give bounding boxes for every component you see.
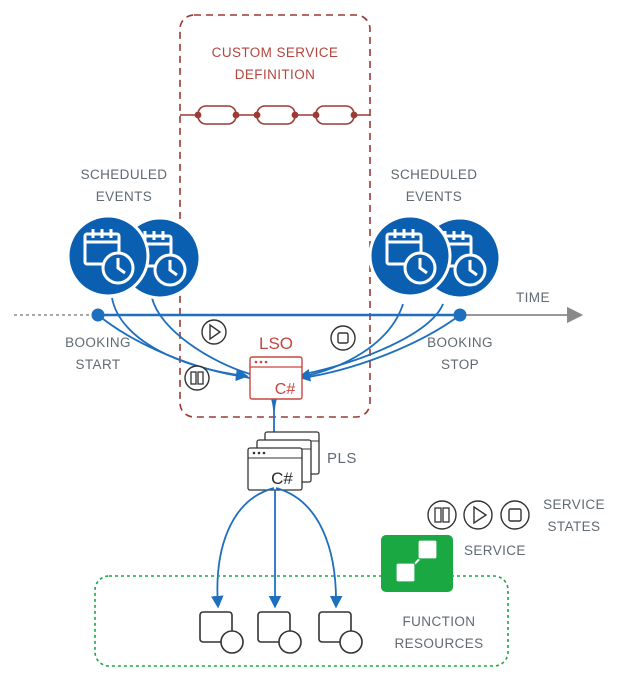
lso-label: LSO — [259, 334, 293, 353]
scheduled-events-right-line2: EVENTS — [406, 189, 462, 204]
function-resources-line2: RESOURCES — [394, 636, 483, 651]
time-label: TIME — [516, 290, 550, 305]
function-resources-box — [94, 575, 509, 667]
service-definition-chain-icon — [180, 105, 370, 125]
pls-code-window-icon — [247, 431, 320, 491]
pls-label: PLS — [327, 450, 357, 467]
pause-icon — [184, 365, 210, 391]
stop-icon — [330, 325, 356, 351]
scheduled-events-left-line1: SCHEDULED — [81, 167, 168, 182]
service-states-line1: SERVICE — [543, 497, 605, 512]
booking-stop-line2: STOP — [441, 357, 479, 372]
custom-service-definition-box — [179, 14, 371, 418]
scheduled-event-calendar-clock-icon — [66, 214, 150, 298]
scheduled-event-calendar-clock-icon — [368, 214, 452, 298]
lso-code-window-icon — [249, 356, 303, 400]
function-resource-icon — [318, 611, 363, 654]
lso-code-label: C# — [275, 381, 296, 398]
service-icon — [381, 535, 453, 592]
function-resources-line1: FUNCTION — [403, 614, 476, 629]
scheduled-events-left-line2: EVENTS — [96, 189, 152, 204]
event-flow-arrows — [97, 297, 461, 455]
service-state-pause-icon — [427, 500, 457, 530]
custom-service-definition-title-line2: DEFINITION — [235, 67, 316, 82]
booking-start-line1: BOOKING — [65, 335, 131, 350]
scheduled-events-right-line1: SCHEDULED — [391, 167, 478, 182]
service-state-play-icon — [463, 500, 493, 530]
resource-flow-arrows — [211, 487, 343, 609]
service-state-stop-icon — [500, 500, 530, 530]
pls-code-label: C# — [271, 469, 293, 488]
service-states-line2: STATES — [548, 519, 601, 534]
play-icon — [201, 319, 227, 345]
custom-service-definition-title-line1: CUSTOM SERVICE — [212, 45, 339, 60]
service-label: SERVICE — [464, 543, 526, 558]
booking-start-line2: START — [75, 357, 120, 372]
function-resource-icon — [199, 611, 244, 654]
function-resource-icon — [257, 611, 302, 654]
booking-stop-line1: BOOKING — [427, 335, 493, 350]
